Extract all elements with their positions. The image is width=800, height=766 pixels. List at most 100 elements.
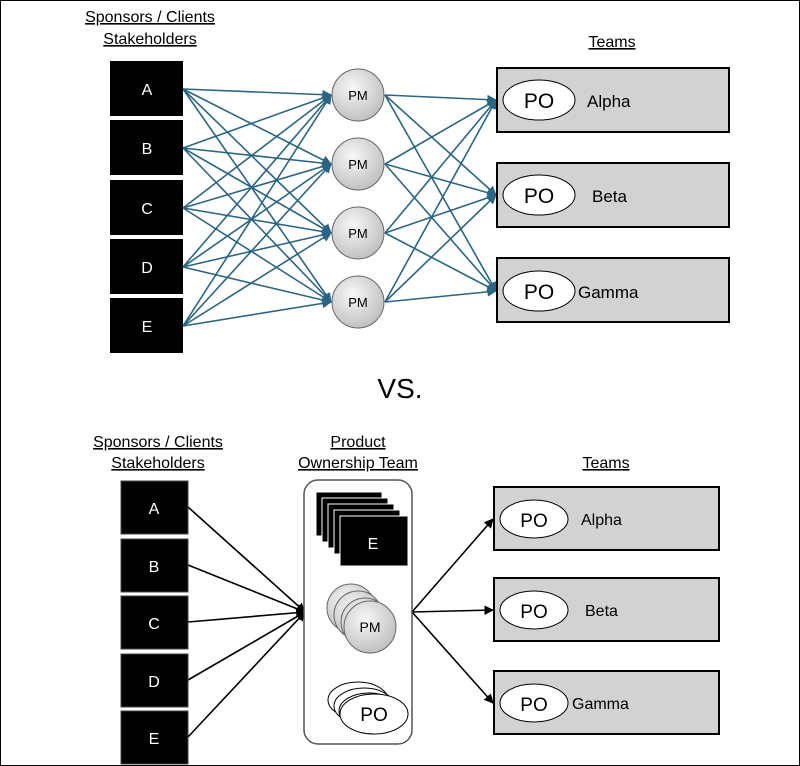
bottom-stakeholder-label: B <box>149 559 160 576</box>
top-stakeholder-label: D <box>141 260 153 277</box>
top-stakeholder-e: E <box>110 298 183 353</box>
stakeholder-to-po-team-arrow <box>187 607 306 623</box>
top-stakeholder-c: C <box>110 180 183 235</box>
bottom-connector-lines <box>187 506 494 738</box>
pm-to-team-arrow <box>384 193 497 234</box>
po-team-stakeholder-stack: E <box>315 491 409 567</box>
stakeholder-to-pm-arrow <box>182 298 332 327</box>
bottom-teams-heading: Teams <box>582 455 629 472</box>
top-stakeholder-label: B <box>142 141 153 158</box>
top-pm-1: PM <box>331 68 385 122</box>
pm-to-team-arrow <box>384 287 497 303</box>
bottom-stakeholder-e: E <box>120 710 189 765</box>
bottom-team-beta: PO Beta <box>493 577 720 642</box>
pm-to-team-arrow <box>384 163 497 292</box>
stakeholder-to-pm-arrow <box>182 94 332 268</box>
stakeholder-to-pm-arrow <box>182 207 332 303</box>
pm-to-team-arrow <box>384 99 497 165</box>
top-pm-3: PM <box>331 206 385 260</box>
pm-to-team-arrow <box>384 94 497 105</box>
po-label: PO <box>520 602 547 623</box>
po-team-pm-stack: PM <box>326 583 397 654</box>
bottom-stakeholder-label: E <box>149 731 160 748</box>
po-team-po-stack: PO <box>327 681 409 735</box>
top-stakeholder-label: C <box>141 201 153 218</box>
stakeholder-to-pm-arrow <box>182 266 332 305</box>
top-team-alpha: PO Alpha <box>496 67 730 133</box>
bottom-team-alpha: PO Alpha <box>493 486 720 551</box>
top-team-gamma: PO Gamma <box>496 257 730 323</box>
top-stakeholder-label: A <box>142 82 153 99</box>
pm-label: PM <box>348 295 368 310</box>
po-team-heading-line1: Product <box>330 434 386 451</box>
stakeholder-to-po-team-arrow <box>187 611 306 738</box>
po-label: PO <box>524 281 554 304</box>
stakeholder-to-pm-arrow <box>182 88 332 303</box>
stakeholder-to-pm-arrow <box>182 161 332 209</box>
po-team-to-team-arrow <box>411 611 494 704</box>
stakeholder-to-pm-arrow <box>182 230 332 268</box>
po-team-po-label: PO <box>360 705 387 726</box>
po-team-to-team-arrow <box>411 605 494 616</box>
bottom-stakeholder-d: D <box>120 653 189 708</box>
team-name: Beta <box>592 187 628 206</box>
po-label: PO <box>524 90 554 113</box>
stakeholder-to-pm-arrow <box>182 94 332 327</box>
stakeholder-to-po-team-arrow <box>187 611 306 681</box>
pm-label: PM <box>348 226 368 241</box>
stakeholder-to-pm-arrow <box>182 88 332 234</box>
pm-to-team-arrow <box>384 94 497 196</box>
stakeholder-to-pm-arrow <box>182 93 332 149</box>
team-name: Gamma <box>578 283 639 302</box>
top-pm-4: PM <box>331 275 385 329</box>
po-team-stack-label: E <box>368 536 379 553</box>
team-name: Beta <box>585 603 618 620</box>
team-name: Alpha <box>587 92 631 111</box>
pm-to-team-arrow <box>384 163 497 198</box>
bottom-stakeholder-b: B <box>120 538 189 593</box>
stakeholder-to-pm-arrow <box>182 207 332 237</box>
stakeholder-to-pm-arrow <box>182 232 332 327</box>
stakeholder-to-pm-arrow <box>182 163 332 327</box>
po-team-to-team-arrow <box>411 518 494 613</box>
bottom-stakeholder-a: A <box>120 480 189 535</box>
top-team-beta: PO Beta <box>496 162 730 228</box>
bottom-team-gamma: PO Gamma <box>493 670 720 735</box>
stakeholder-to-pm-arrow <box>182 163 332 268</box>
top-stakeholder-label: E <box>142 319 153 336</box>
top-stakeholder-a: A <box>110 61 183 116</box>
team-name: Alpha <box>581 512 622 529</box>
pm-to-team-arrow <box>384 194 497 303</box>
top-stakeholder-d: D <box>110 239 183 294</box>
pm-to-team-arrow <box>384 94 497 292</box>
top-connector-lines <box>182 88 497 327</box>
top-stakeholders-heading-line1: Sponsors / Clients <box>85 9 215 26</box>
stakeholder-to-po-team-arrow <box>187 564 306 614</box>
stakeholder-to-pm-arrow <box>182 147 332 168</box>
top-pm-2: PM <box>331 137 385 191</box>
stakeholder-to-pm-arrow <box>182 88 332 165</box>
top-stakeholders-heading-line2: Stakeholders <box>103 31 196 48</box>
po-team-heading-line2: Ownership Team <box>298 455 418 472</box>
po-team-pm-label: PM <box>360 619 381 635</box>
top-stakeholder-b: B <box>110 120 183 175</box>
po-label: PO <box>520 511 547 532</box>
bottom-stakeholder-c: C <box>120 595 189 650</box>
team-name: Gamma <box>572 696 629 713</box>
stakeholder-to-pm-arrow <box>182 147 332 234</box>
stakeholder-to-po-team-arrow <box>187 506 306 613</box>
pm-label: PM <box>348 88 368 103</box>
bottom-stakeholder-label: C <box>148 616 160 633</box>
po-label: PO <box>520 695 547 716</box>
pm-label: PM <box>348 157 368 172</box>
stakeholder-to-pm-arrow <box>182 94 332 209</box>
bottom-stakeholders-heading-line2: Stakeholders <box>111 455 204 472</box>
pm-to-team-arrow <box>384 99 497 303</box>
top-teams-heading: Teams <box>588 34 635 51</box>
stakeholder-to-pm-arrow <box>182 147 332 303</box>
pm-to-team-arrow <box>384 232 497 292</box>
bottom-stakeholders-heading-line1: Sponsors / Clients <box>93 434 223 451</box>
pm-to-team-arrow <box>384 99 497 234</box>
